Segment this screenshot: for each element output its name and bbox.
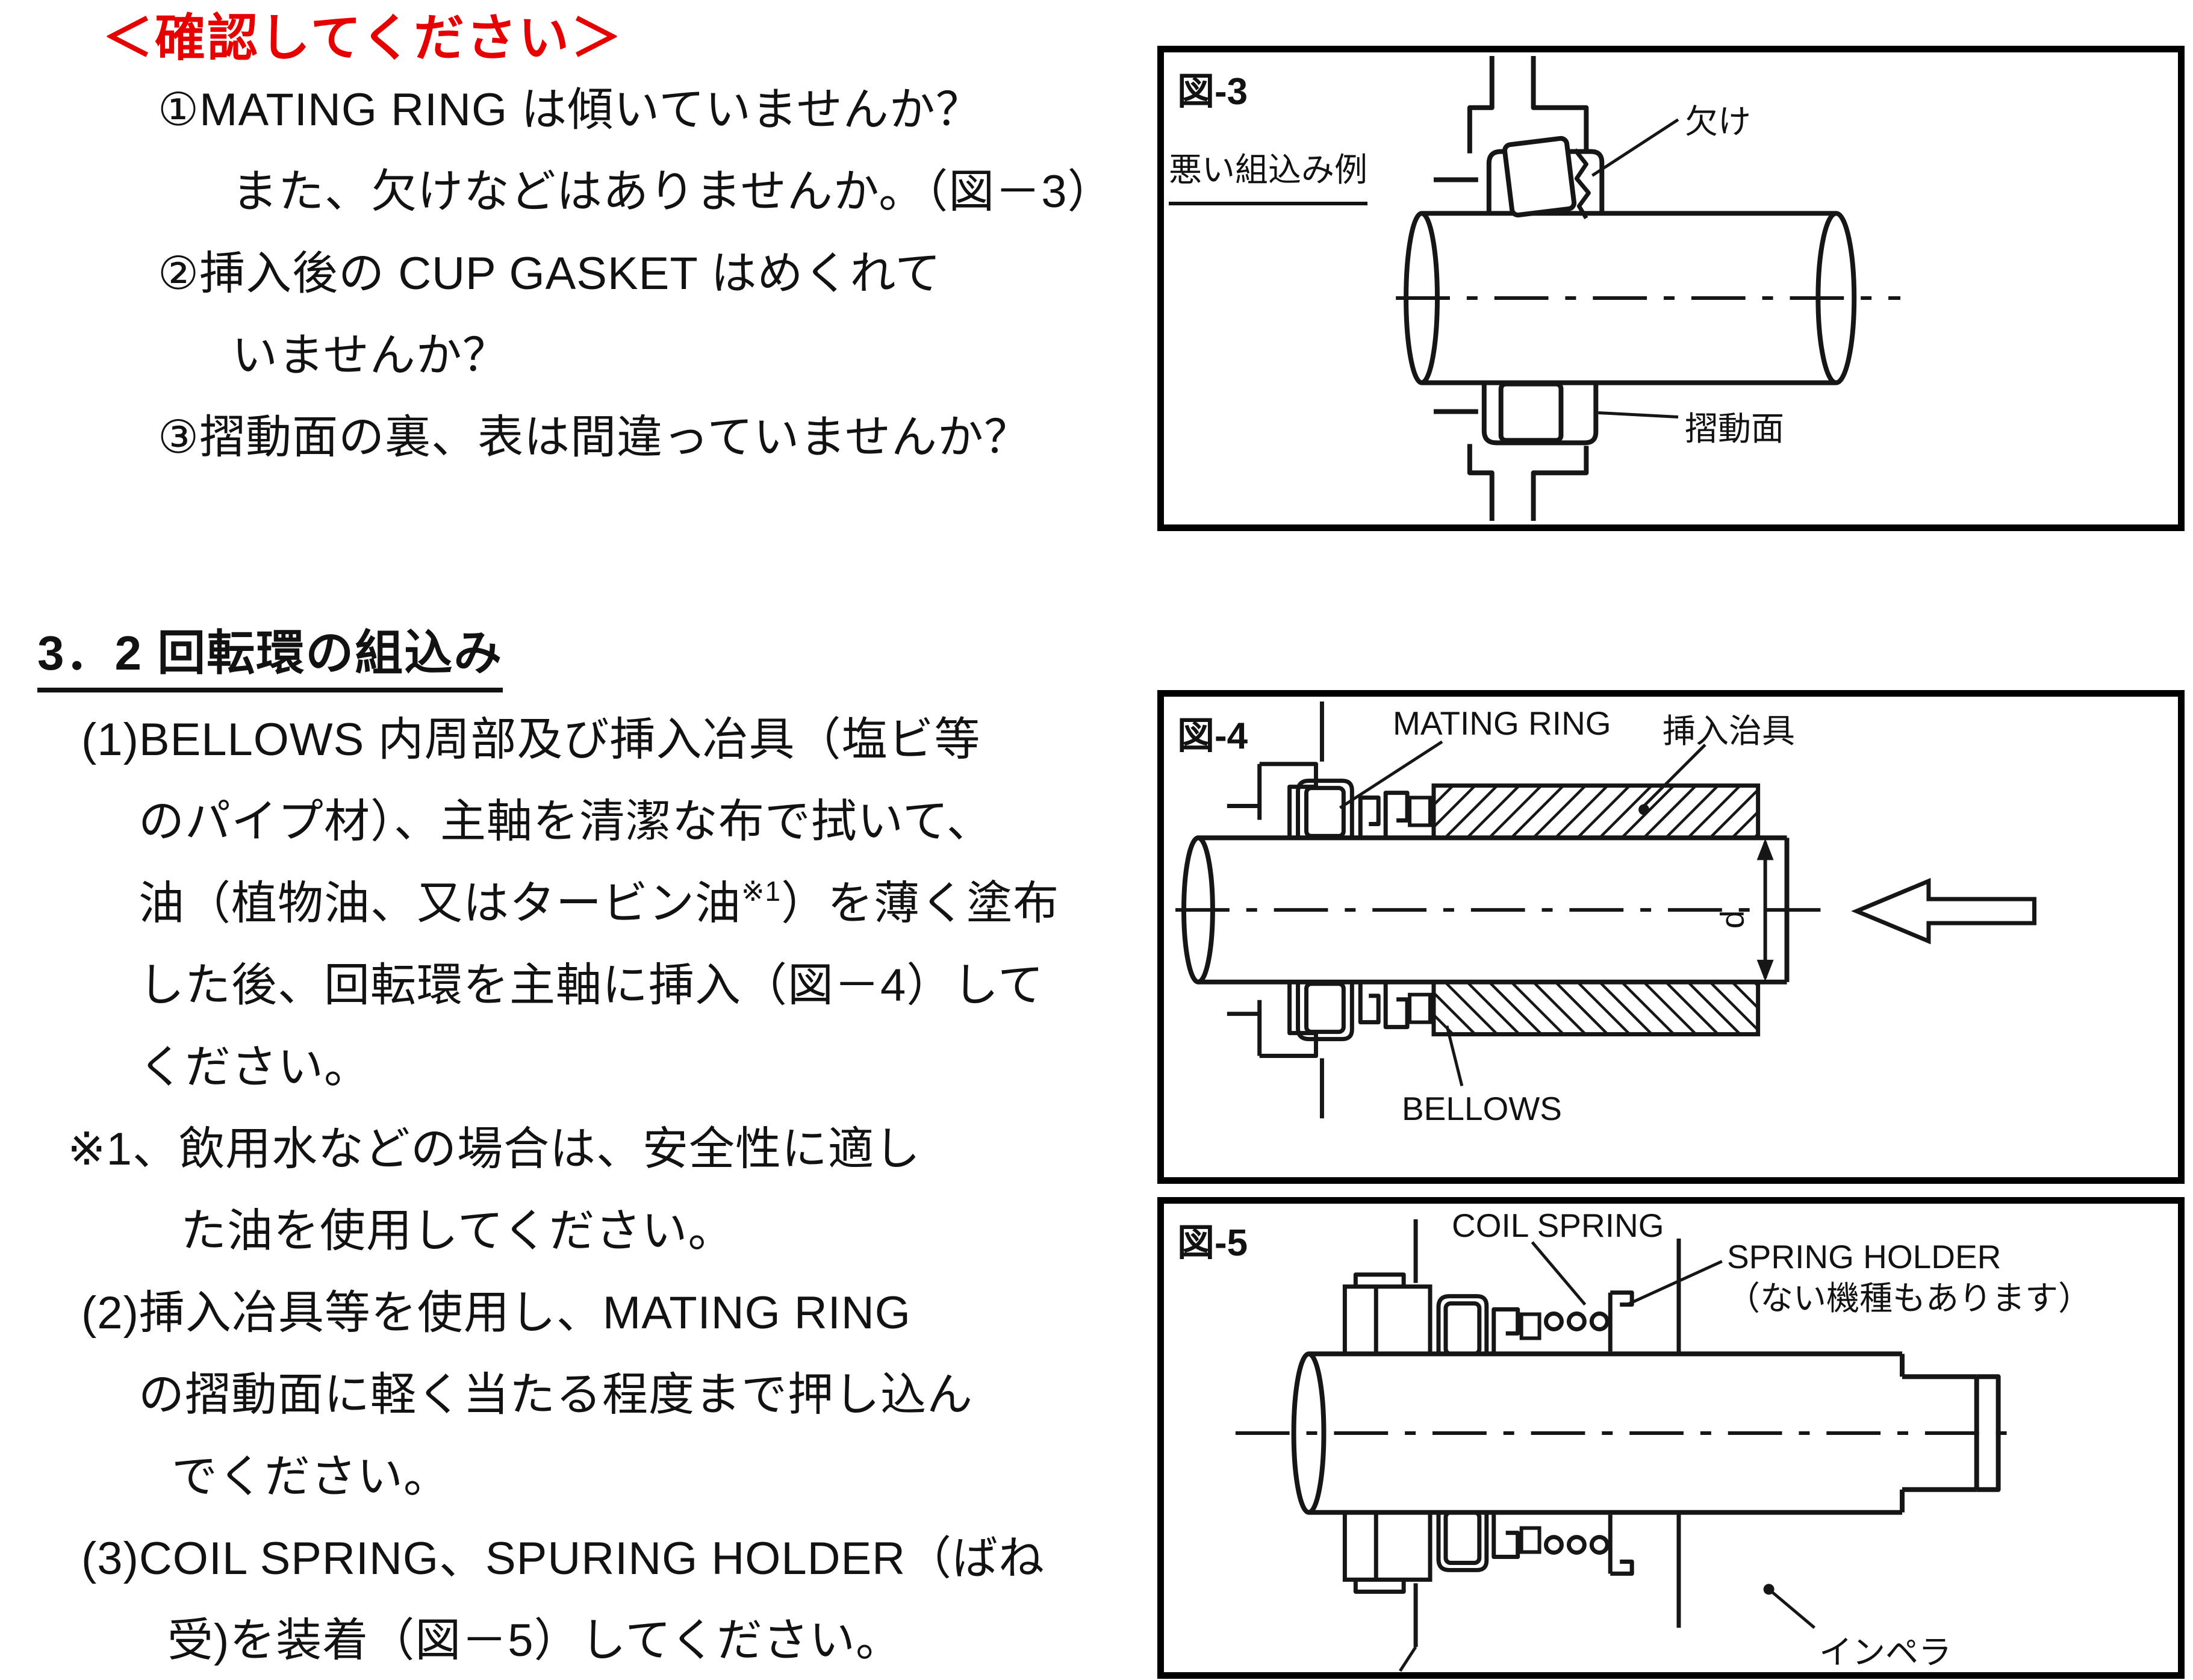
fig4-title: 図-4 (1177, 715, 1248, 757)
fig3-housing (1434, 55, 1589, 521)
figure-4-insertion: 図-4 MATING RING 挿入治具 BELLOWS d (1157, 690, 2185, 1184)
fig3-leader-lines (1591, 118, 1679, 418)
step2-line1: (2)挿入冶具等を使用し、MATING RING (81, 1287, 911, 1339)
fig5-leader-lines (1399, 1241, 1815, 1672)
step2-line2: の摺動面に軽く当たる程度まで押し込ん (138, 1369, 973, 1420)
fig5-shaft (1235, 1351, 2023, 1515)
fig4-mating-ring-label: MATING RING (1393, 705, 1611, 742)
fig5-seal-assembly-mirror (1345, 1513, 1725, 1647)
fig4-shaft (1175, 835, 1831, 985)
fig4-seal-and-jig (1227, 701, 1761, 840)
fig3-title: 図-3 (1177, 71, 1248, 113)
confirm-item2-line2: いませんか？ (232, 330, 509, 381)
step3-line2: 受)を装着（図－5）してください。 (167, 1615, 903, 1666)
step1-line3-text: 油（植物油、又はタービン油 (138, 878, 741, 929)
footnote-ref: ※1 (741, 876, 782, 907)
figure-3-bad-assembly: 図-3 悪い組込み例 欠け 摺動面 (1157, 46, 2185, 531)
fig5-drawing (1235, 1219, 2023, 1672)
fig5-seal-assembly (1342, 1219, 1726, 1356)
fig4-leader-lines (1339, 740, 1706, 1086)
footnote-line1: ※1、飲用水などの場合は、安全性に適し (67, 1124, 921, 1175)
step1-line3: 油（植物油、又はタービン油※1）を薄く塗布 (138, 876, 1060, 929)
step1-line3-tail: ）を薄く塗布 (781, 878, 1060, 929)
fig5-shaft-end-cap (1976, 1374, 2001, 1492)
confirm-item2-line1: ②挿入後の CUP GASKET はめくれて (158, 248, 942, 299)
step3-line1: (3)COIL SPRING、SPURING HOLDER（ばね (81, 1533, 1045, 1584)
step1-line4: した後、回転環を主軸に挿入（図－4）して (138, 960, 1044, 1011)
fig4-drawing (1175, 701, 2036, 1177)
fig3-bottom-ring (1481, 381, 1599, 446)
fig5-title: 図-5 (1177, 1222, 1248, 1264)
confirm-item3-line1: ③摺動面の裏、表は間違っていませんか？ (158, 412, 1031, 463)
fig4-shaft-diameter-label: d (1713, 910, 1751, 929)
fig3-chip-label: 欠け (1685, 103, 1752, 140)
step1-line1: (1)BELLOWS 内周部及び挿入冶具（塩ビ等 (81, 714, 981, 765)
figure-5-spring-assembly: 図-5 COIL SPRING SPRING HOLDER （ない機種もあります… (1157, 1197, 2185, 1679)
confirm-item1-line2: また、欠けなどはありませんか。（図－3） (232, 166, 1114, 217)
fig5-spring-holder-note: （ない機種もあります） (1727, 1280, 2092, 1317)
fig3-chip-zigzag (1573, 148, 1591, 220)
fig3-shaft (1396, 211, 1901, 385)
fig3-drawing (1396, 55, 1901, 521)
fig3-tilted-mating-ring (1486, 135, 1605, 220)
fig5-coil-spring-label: COIL SPRING (1452, 1207, 1664, 1244)
fig5-spring-holder-part (1608, 1290, 1634, 1352)
fig5-casing-line (1676, 1238, 1726, 1356)
fig5-impeller-label: インペラ (1819, 1634, 1952, 1671)
step2-line3: でください。 (172, 1451, 450, 1502)
fig4-bellows-label: BELLOWS (1402, 1090, 1562, 1127)
fig3-sliding-surface-label: 摺動面 (1685, 410, 1785, 447)
fig4-insertion-jig-hatched (1431, 783, 1761, 840)
footnote-line2: た油を使用してください。 (181, 1206, 735, 1257)
fig4-insertion-jig-label: 挿入治具 (1663, 712, 1796, 750)
step1-line2: のパイプ材）、主軸を清潔な布で拭いて、 (138, 796, 993, 847)
confirm-item1-line1: ①MATING RING は傾いていませんか？ (158, 84, 982, 135)
fig5-coil-spring-coil (1544, 1311, 1564, 1331)
fig5-spring-holder-label: SPRING HOLDER (1727, 1238, 2002, 1275)
fig4-diameter-dimension (1756, 838, 1774, 982)
section-heading: 3．2 回転環の組込み (37, 626, 503, 692)
fig3-subtitle: 悪い組込み例 (1169, 143, 1368, 205)
fig4-insertion-direction-arrow (1851, 877, 2036, 945)
confirm-heading: ＜確認してください＞ (102, 10, 623, 66)
step1-line5: ください。 (138, 1042, 370, 1093)
